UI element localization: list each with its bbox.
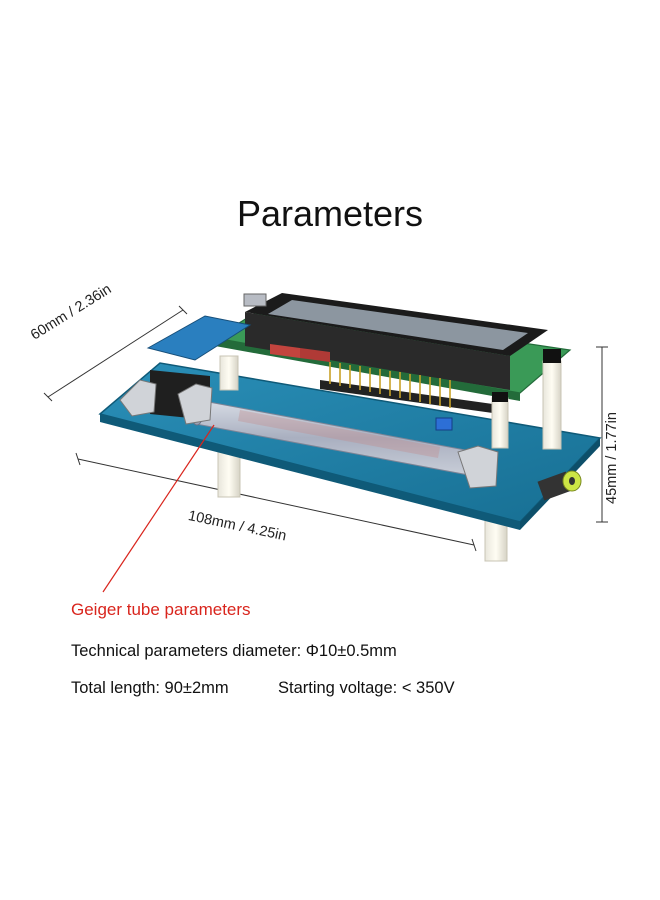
- blue-potentiometer: [435, 417, 453, 431]
- geiger-tube-heading: Geiger tube parameters: [71, 600, 251, 619]
- display-pins: [329, 362, 451, 408]
- page-title: Parameters: [236, 193, 424, 234]
- height-dimension-label: 45mm / 1.77in: [604, 412, 620, 504]
- tube-clips: [119, 379, 499, 489]
- length-dimension-line: [77, 458, 475, 546]
- length-spec: Total length: 90±2mm: [71, 679, 229, 697]
- width-dimension-line: [47, 309, 184, 398]
- standoff-post: [542, 360, 562, 450]
- dimension-lines: [43, 305, 608, 552]
- diameter-spec: Technical parameters diameter: Φ10±0.5mm: [71, 642, 397, 660]
- microcontroller-board: [146, 315, 252, 361]
- tube-pointer-line: [102, 424, 215, 593]
- voltage-spec: Starting voltage: < 350V: [278, 679, 455, 697]
- usb-connector: [243, 293, 267, 307]
- lcd-display-screen: [268, 300, 528, 350]
- standoff-post: [219, 355, 239, 391]
- audio-jack: [537, 470, 582, 501]
- standoff-post: [491, 397, 509, 449]
